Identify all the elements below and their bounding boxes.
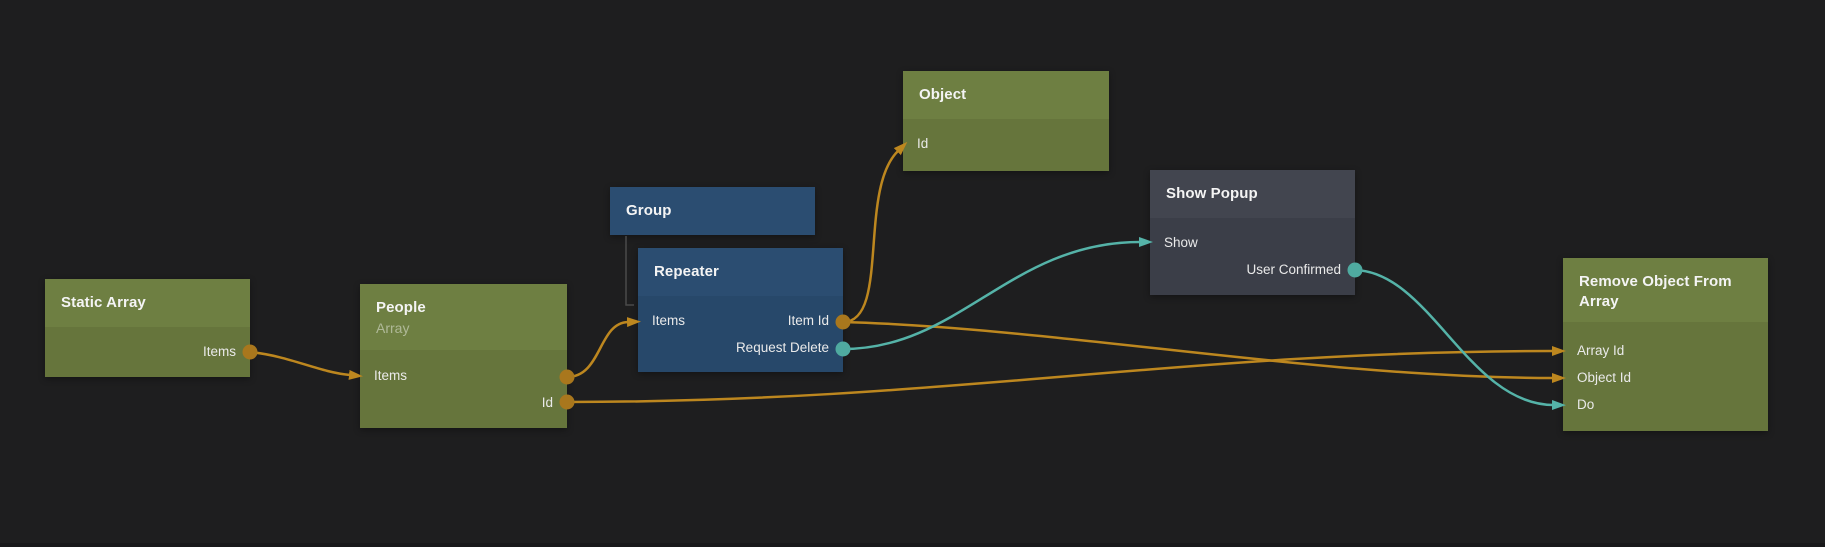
node-subtitle: Array: [376, 320, 410, 336]
wire-repeater-requestdelete-to-showpopup-show[interactable]: [841, 237, 1153, 351]
port-id-output[interactable]: Id: [541, 395, 553, 410]
wire-repeater-itemid-to-object-id[interactable]: [841, 141, 908, 324]
wire-repeater-itemid-to-remove-objectid[interactable]: [841, 320, 1566, 383]
node-title: Group: [626, 202, 672, 219]
node-title: Remove Object From Array: [1579, 273, 1732, 310]
node-repeater[interactable]: Repeater Items Item Id Request Delete: [638, 248, 843, 372]
port-items-input[interactable]: Items: [652, 313, 686, 328]
node-title: Object: [919, 86, 967, 103]
port-row: Items: [59, 338, 236, 365]
node-static-array[interactable]: Static Array Items: [45, 279, 250, 377]
port-row: Id: [374, 389, 553, 416]
port-row: Items: [374, 362, 553, 389]
port-item-id-output[interactable]: Item Id: [787, 313, 829, 328]
port-row: Object Id: [1577, 364, 1754, 391]
port-row: Show: [1164, 229, 1341, 256]
node-people-array[interactable]: People Array Items Id: [360, 284, 567, 428]
port-object-id-input[interactable]: Object Id: [1577, 370, 1632, 385]
port-row: Items Item Id: [652, 307, 829, 334]
port-items-output[interactable]: Items: [202, 344, 236, 359]
node-body: Items: [45, 327, 250, 377]
port-row: Request Delete: [652, 334, 829, 361]
node-header: Static Array: [45, 279, 250, 327]
node-title: Repeater: [654, 263, 719, 280]
port-request-delete-output[interactable]: Request Delete: [735, 340, 829, 355]
node-remove-object-from-array[interactable]: Remove Object From Array Array Id Object…: [1563, 258, 1768, 431]
node-header: Repeater: [638, 248, 843, 296]
port-row: Array Id: [1577, 337, 1754, 364]
node-body: Items Id: [360, 350, 567, 428]
node-header: People Array: [360, 284, 567, 350]
node-header: Show Popup: [1150, 170, 1355, 218]
port-user-confirmed-output[interactable]: User Confirmed: [1246, 262, 1341, 277]
node-body: Show User Confirmed: [1150, 218, 1355, 295]
canvas-bottom-edge: [0, 543, 1825, 547]
port-do-input[interactable]: Do: [1577, 397, 1595, 412]
port-row: Do: [1577, 391, 1754, 418]
node-group[interactable]: Group: [610, 187, 815, 235]
node-body: Id: [903, 119, 1109, 171]
port-items-inout[interactable]: Items: [374, 368, 408, 383]
port-row: Id: [917, 130, 1095, 157]
wire-staticarray-items-to-people-items[interactable]: [248, 350, 363, 380]
node-object[interactable]: Object Id: [903, 71, 1109, 171]
node-title: Static Array: [61, 294, 146, 311]
node-body: Items Item Id Request Delete: [638, 296, 843, 372]
node-header: Group: [610, 187, 815, 235]
node-title: Show Popup: [1166, 185, 1258, 202]
node-header: Object: [903, 71, 1109, 119]
node-show-popup[interactable]: Show Popup Show User Confirmed: [1150, 170, 1355, 295]
port-show-input[interactable]: Show: [1164, 235, 1198, 250]
port-id-input[interactable]: Id: [917, 136, 929, 151]
node-header: Remove Object From Array: [1563, 258, 1768, 322]
child-link-group-to-repeater: [625, 236, 634, 306]
node-body: Array Id Object Id Do: [1563, 322, 1768, 431]
node-title: People: [376, 299, 426, 316]
wire-showpopup-userconfirmed-to-remove-do[interactable]: [1353, 268, 1566, 410]
port-array-id-input[interactable]: Array Id: [1577, 343, 1625, 358]
port-row: User Confirmed: [1164, 256, 1341, 283]
wire-people-items-to-repeater-items[interactable]: [565, 317, 641, 379]
